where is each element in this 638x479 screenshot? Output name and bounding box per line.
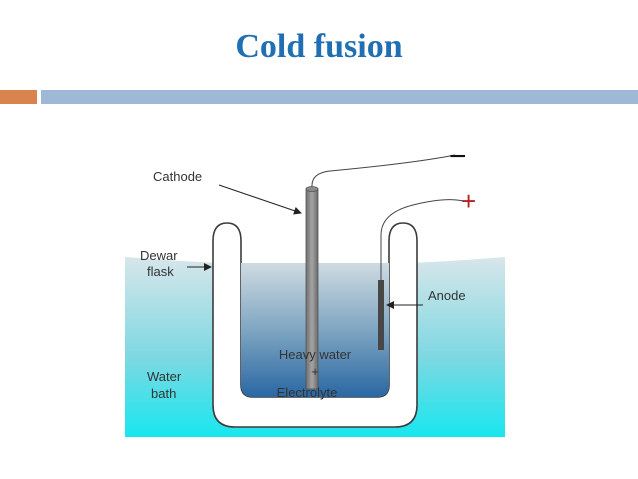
positive-terminal: +	[461, 186, 476, 216]
slide-title: Cold fusion	[235, 28, 403, 65]
anode-plate	[378, 280, 384, 350]
anode-label: Anode	[428, 288, 466, 303]
dewar-label-line2: flask	[147, 264, 174, 279]
heavy-water-label-line2: +	[311, 364, 319, 379]
anode-wire	[380, 199, 464, 281]
water-bath-label-line1: Water	[147, 369, 182, 384]
cathode-rod-top	[305, 186, 319, 192]
heavy-water-label-line1: Heavy water	[279, 347, 352, 362]
cathode-label: Cathode	[153, 169, 202, 184]
dewar-flask	[212, 222, 418, 428]
dewar-label-line1: Dewar	[140, 248, 178, 263]
cathode-wire	[311, 154, 456, 188]
water-bath-label-line2: bath	[151, 386, 176, 401]
cathode-pointer	[218, 184, 302, 215]
heavy-water-label-line3: Electrolyte	[277, 385, 338, 400]
header-bar	[41, 90, 638, 104]
accent-bar	[0, 90, 37, 104]
cold-fusion-diagram: − + Cathode Dewar flask Anode Water bath…	[125, 145, 505, 437]
negative-terminal: −	[449, 145, 467, 173]
